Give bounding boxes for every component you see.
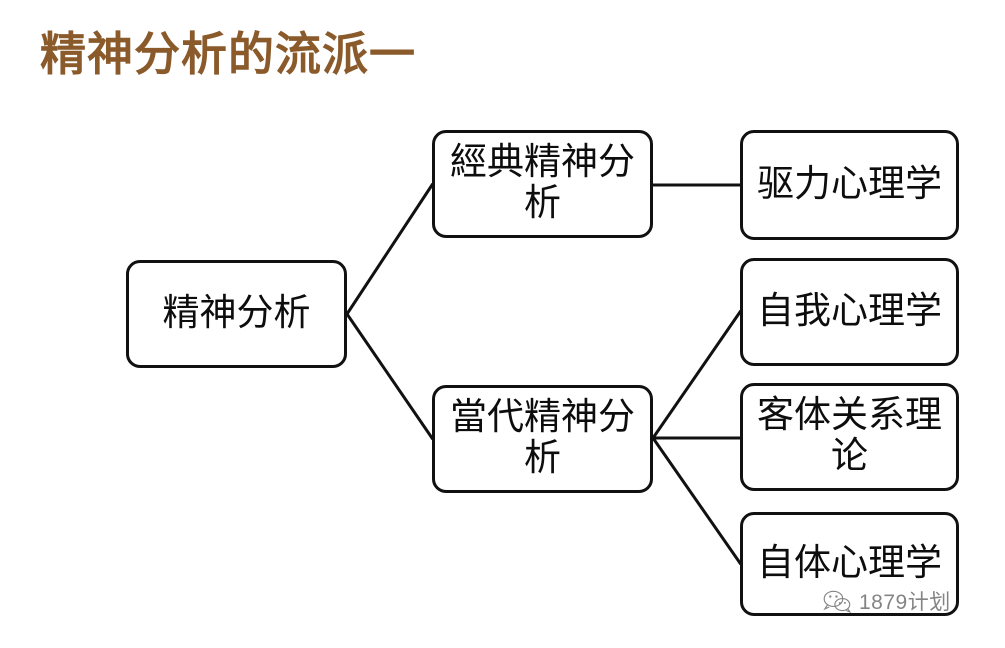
watermark: 1879计划 [822,586,951,616]
node-drive-psychology[interactable]: 驱力心理学 [740,130,959,240]
connector-contemporary-to-self [650,435,743,566]
node-label: 經典精神分析 [450,142,635,224]
node-label: 精神分析 [162,293,311,335]
node-classical-psychoanalysis[interactable]: 經典精神分析 [432,130,653,238]
node-label: 當代精神分析 [450,397,635,479]
node-contemporary-psychoanalysis[interactable]: 當代精神分析 [432,385,653,493]
node-label: 自我心理学 [757,291,942,333]
node-self-psychology[interactable]: 自体心理学 [740,512,959,616]
node-label: 客体关系理论 [757,395,942,477]
watermark-label: 1879计划 [859,591,951,614]
wechat-icon [822,589,852,614]
connector-contemporary-to-ego [650,309,743,441]
node-label: 自体心理学 [757,543,942,585]
node-root-psychoanalysis[interactable]: 精神分析 [126,260,347,368]
connector-root-to-contemporary [344,311,435,441]
connector-root-to-classic [344,182,435,317]
page-title: 精神分析的流派一 [40,27,416,81]
node-object-relations-theory[interactable]: 客体关系理论 [740,383,959,491]
node-ego-psychology[interactable]: 自我心理学 [740,258,959,366]
node-label: 驱力心理学 [757,164,942,206]
